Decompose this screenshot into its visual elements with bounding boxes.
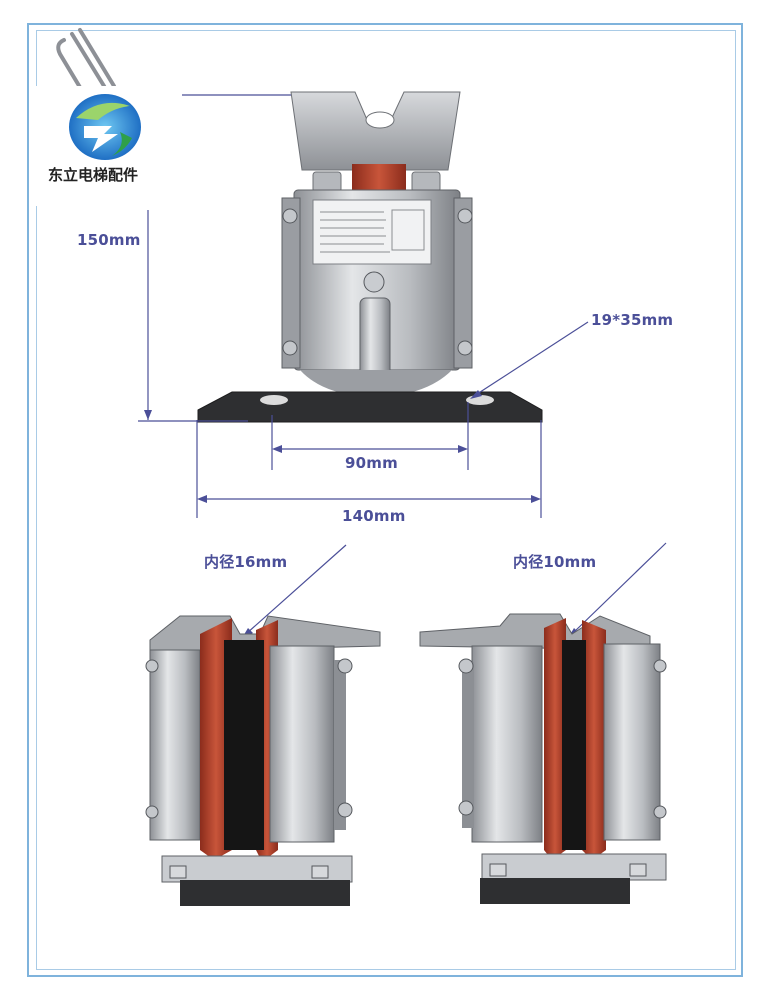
company-logo-icon [30,86,182,206]
guide-shoe-left-view [145,615,381,906]
inner-frame [36,30,736,970]
guide-shoe-right-view [419,613,667,904]
inner-diameter-left-label: 内径16mm [204,553,288,571]
outer-frame [27,23,743,977]
dimension-lines [138,210,667,638]
slot-dimension-label: 19*35mm [591,311,674,329]
height-dimension-label: 150mm [77,231,141,249]
logo-text: 东立电梯配件 [48,166,139,184]
base-width-label: 140mm [342,507,406,525]
hole-spacing-label: 90mm [345,454,398,472]
guide-shoe-front [197,91,543,423]
inner-diameter-right-label: 内径10mm [513,553,597,571]
